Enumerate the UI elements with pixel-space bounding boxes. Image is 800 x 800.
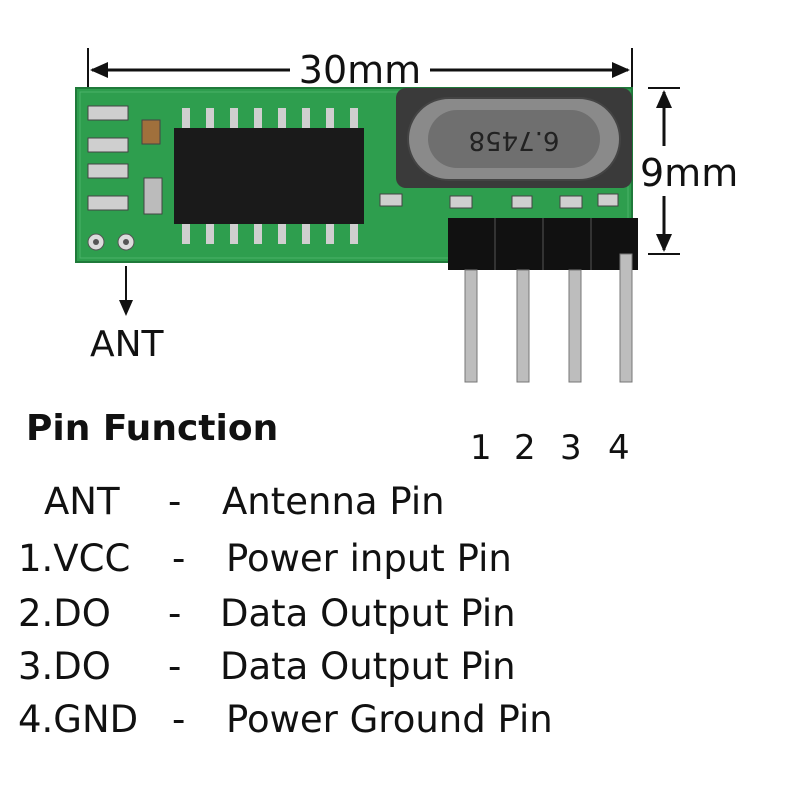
height-label: 9mm bbox=[640, 151, 738, 195]
arrow-down-icon bbox=[656, 234, 672, 252]
pin-name: 2.DO bbox=[18, 592, 111, 635]
pcb-board: 6.7458 bbox=[75, 87, 633, 263]
height-dimension: 9mm bbox=[640, 87, 738, 255]
module-diagram: 30mm 9mm bbox=[75, 48, 738, 383]
pin-number-3: 3 bbox=[560, 428, 582, 468]
pin-4 bbox=[619, 253, 633, 383]
crystal-marking: 6.7458 bbox=[469, 125, 560, 155]
pin-description: Power input Pin bbox=[226, 537, 512, 580]
ant-label: ANT bbox=[90, 324, 165, 365]
ic-pins bbox=[182, 108, 358, 244]
pin-3 bbox=[568, 269, 582, 383]
pin-description: Data Output Pin bbox=[220, 592, 516, 635]
arrow-up-icon bbox=[656, 90, 672, 108]
pin-name: 1.VCC bbox=[18, 537, 131, 580]
pin-dash: - bbox=[168, 480, 182, 523]
pin-description: Data Output Pin bbox=[220, 645, 516, 688]
pin-header bbox=[448, 218, 638, 383]
ant-pointer: ANT bbox=[90, 266, 165, 365]
pin-number-1: 1 bbox=[470, 428, 492, 468]
crystal-oscillator: 6.7458 bbox=[396, 88, 632, 188]
pin-dash: - bbox=[172, 537, 186, 580]
pin-1 bbox=[464, 269, 478, 383]
pin-dash: - bbox=[168, 645, 182, 688]
pin-dash: - bbox=[168, 592, 182, 635]
pin-number-2: 2 bbox=[514, 428, 536, 468]
width-dimension: 30mm bbox=[87, 48, 633, 92]
pin-dash: - bbox=[172, 698, 186, 741]
arrow-left-icon bbox=[90, 62, 108, 78]
arrow-down-icon bbox=[119, 300, 133, 316]
ic-chip bbox=[174, 128, 364, 224]
pin-function-heading: Pin Function bbox=[26, 408, 279, 449]
pin-name: ANT bbox=[44, 480, 120, 523]
pin-number-4: 4 bbox=[608, 428, 630, 468]
smd-components bbox=[87, 105, 619, 215]
pin-2 bbox=[516, 269, 530, 383]
pin-name: 4.GND bbox=[18, 698, 139, 741]
width-label: 30mm bbox=[299, 48, 421, 92]
pin-description: Antenna Pin bbox=[222, 480, 445, 523]
pin-description: Power Ground Pin bbox=[226, 698, 553, 741]
arrow-right-icon bbox=[612, 62, 630, 78]
pin-name: 3.DO bbox=[18, 645, 111, 688]
